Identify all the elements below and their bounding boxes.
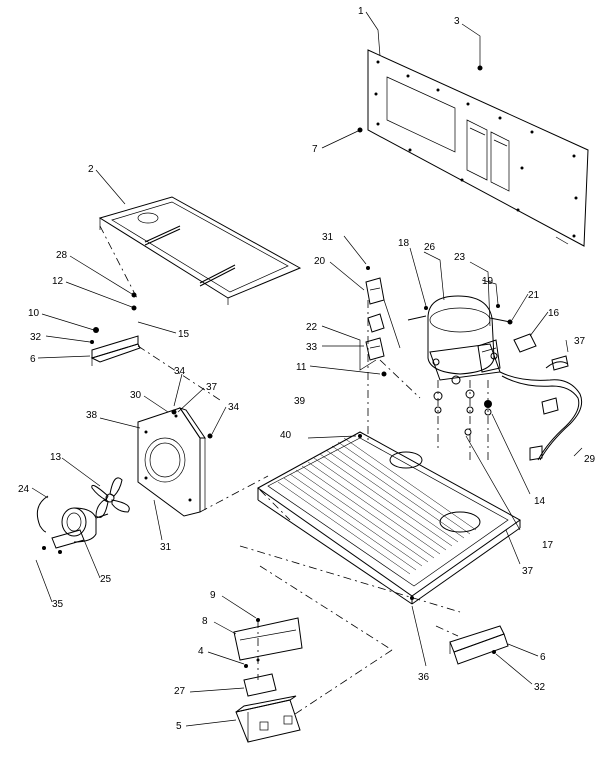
wiring-harness <box>499 339 583 461</box>
callout-16: 16 <box>548 308 560 319</box>
callout-4: 4 <box>198 646 204 657</box>
callout-10: 10 <box>28 308 40 319</box>
callout-18: 18 <box>398 238 410 249</box>
callout-labels: 1 3 7 2 28 12 10 15 32 6 34 37 30 38 34 … <box>18 6 596 732</box>
screw-3 <box>461 23 483 71</box>
fan-blade <box>61 457 130 518</box>
callout-37-shroud: 37 <box>206 382 218 393</box>
callout-37-harness: 37 <box>574 336 586 347</box>
callout-31-shroud: 31 <box>160 542 172 553</box>
callout-32-right: 32 <box>534 682 546 693</box>
callout-21: 21 <box>528 290 540 301</box>
clip-19-21 <box>481 279 529 325</box>
grommets-14-17 <box>433 375 531 531</box>
bracket-6-left <box>37 335 221 401</box>
relay-assembly <box>309 235 421 440</box>
leader-1 <box>365 11 381 57</box>
callout-13: 13 <box>50 452 62 463</box>
left-screws <box>41 225 177 344</box>
callout-7: 7 <box>312 144 318 155</box>
screw-7 <box>321 127 363 149</box>
bracket-16 <box>513 311 549 353</box>
callout-30: 30 <box>130 390 142 401</box>
callout-2: 2 <box>88 164 94 175</box>
bracket-6-right <box>435 625 539 685</box>
callout-36: 36 <box>418 672 430 683</box>
callout-20: 20 <box>314 256 326 267</box>
callout-22: 22 <box>306 322 318 333</box>
fan-shroud <box>99 373 269 517</box>
callout-11: 11 <box>296 362 307 373</box>
leader-31a <box>153 499 163 541</box>
callout-26: 26 <box>424 242 436 253</box>
callout-23: 23 <box>454 252 466 263</box>
callout-33: 33 <box>306 342 318 353</box>
callout-6-right: 6 <box>540 652 546 663</box>
callout-15: 15 <box>178 329 190 340</box>
callout-17: 17 <box>542 540 554 551</box>
callout-34-side: 34 <box>228 402 240 413</box>
callout-12: 12 <box>52 276 64 287</box>
callout-35: 35 <box>52 599 64 610</box>
callout-40: 40 <box>280 430 292 441</box>
callout-5: 5 <box>176 721 182 732</box>
cover-plate <box>95 169 302 305</box>
callout-32-left: 32 <box>30 332 42 343</box>
callout-24: 24 <box>18 484 30 495</box>
leader-3b <box>555 236 569 245</box>
fan-motor <box>51 507 109 579</box>
compressor <box>407 247 511 381</box>
callout-38: 38 <box>86 410 98 421</box>
callout-28: 28 <box>56 250 68 261</box>
callout-37-pan: 37 <box>522 566 534 577</box>
motor-clip-24 <box>31 487 49 533</box>
callout-25: 25 <box>100 574 112 585</box>
callout-9: 9 <box>210 590 216 601</box>
callout-34-top: 34 <box>174 366 186 377</box>
callout-3: 3 <box>454 16 460 27</box>
callout-29: 29 <box>584 454 596 465</box>
screws-35 <box>35 546 62 603</box>
drain-assembly <box>185 565 393 743</box>
rear-panel <box>367 49 589 247</box>
callout-6-left: 6 <box>30 354 36 365</box>
callout-39: 39 <box>294 396 306 407</box>
condenser-coils <box>277 437 477 575</box>
callout-31-relay: 31 <box>322 232 334 243</box>
callout-1: 1 <box>358 6 364 17</box>
callout-8: 8 <box>202 616 208 627</box>
callout-14: 14 <box>534 496 546 507</box>
callout-19: 19 <box>482 276 494 287</box>
base-pan <box>239 431 521 667</box>
callout-27: 27 <box>174 686 186 697</box>
